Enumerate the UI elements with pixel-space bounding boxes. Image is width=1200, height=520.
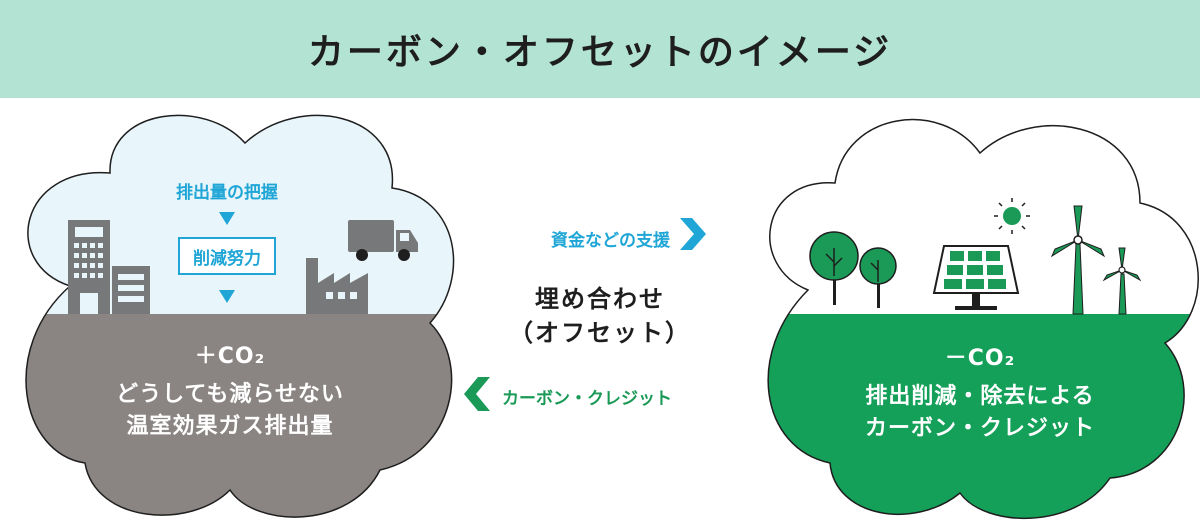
chevron-left-icon [464, 377, 490, 411]
left-description-line1: どうしても減らせない [116, 382, 344, 407]
solar-panel-icon [932, 245, 1020, 310]
step-emission-measurement: 排出量の把握 [176, 183, 278, 203]
left-description-line2: 温室効果ガス排出量 [126, 414, 334, 439]
offset-label-line2: （オフセット） [509, 319, 691, 347]
step-arrow-down-1 [219, 212, 235, 225]
low-building-icon [112, 266, 150, 314]
support-label: 資金などの支援 [551, 231, 670, 251]
left-cloud-outline [25, 114, 455, 518]
sun-icon [994, 198, 1030, 234]
tree-icon-small [859, 247, 897, 308]
diagram-scene [25, 114, 1199, 519]
wind-turbine-icon-small [1102, 247, 1142, 315]
credit-label: カーボン・クレジット [502, 389, 672, 409]
factory-icon [306, 258, 368, 314]
wind-turbine-icon [1050, 205, 1106, 315]
header-bar: カーボン・オフセットのイメージ [0, 0, 1200, 98]
left-co2-label: ＋CO₂ [194, 344, 266, 369]
right-cloud-outline [767, 119, 1199, 519]
step-reduction-effort: 削減努力 [178, 237, 276, 275]
chevron-right-icon [680, 218, 706, 250]
right-co2-label: －CO₂ [944, 346, 1016, 371]
right-description-line1: 排出削減・除去による [865, 384, 1095, 409]
tree-icon [809, 231, 859, 305]
right-description-line2: カーボン・クレジット [864, 416, 1095, 441]
offset-label-line1: 埋め合わせ [535, 285, 665, 313]
step-arrow-down-2 [219, 290, 235, 303]
page-title: カーボン・オフセットのイメージ [307, 32, 893, 73]
truck-icon [348, 220, 418, 261]
building-icon [68, 220, 110, 314]
